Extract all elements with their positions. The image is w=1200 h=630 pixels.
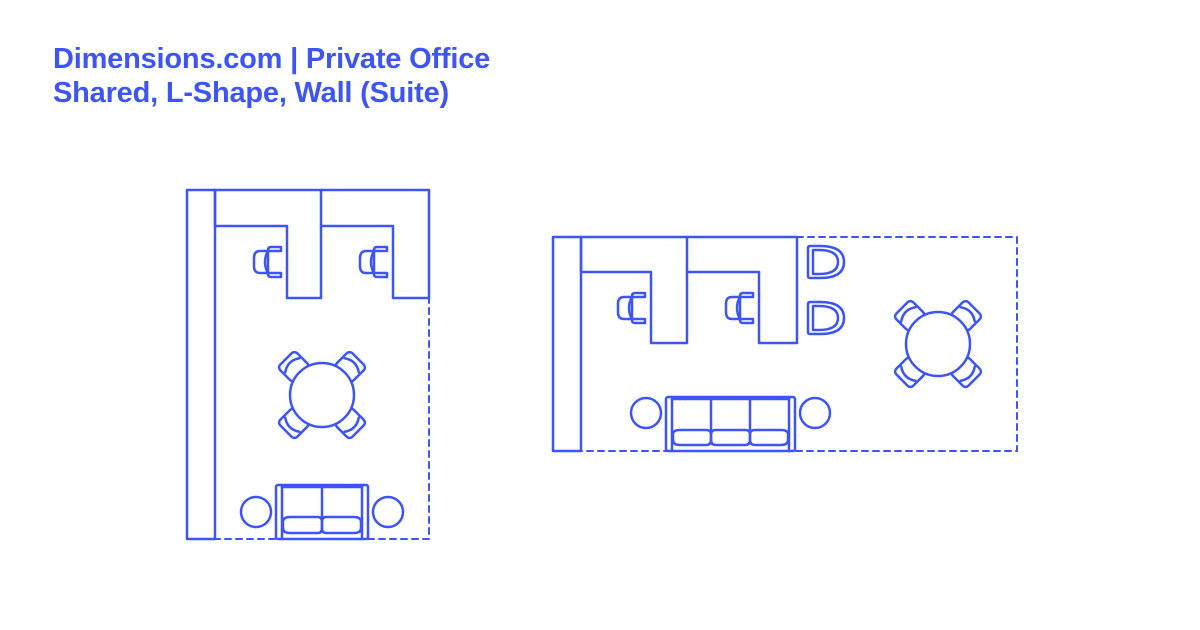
desk-1 bbox=[213, 188, 323, 300]
task-chair-2 bbox=[358, 245, 389, 279]
title-line-1: Dimensions.com | Private Office bbox=[53, 43, 491, 75]
side-table-1 bbox=[239, 495, 273, 529]
task-chair-1 bbox=[252, 245, 283, 279]
plan-horizontal bbox=[551, 235, 1018, 453]
wall bbox=[185, 188, 217, 541]
side-table-2 bbox=[798, 396, 832, 430]
plan-vertical bbox=[185, 188, 431, 541]
task-chair-2 bbox=[724, 291, 755, 325]
round-table bbox=[864, 270, 1012, 418]
desk-2 bbox=[685, 235, 799, 345]
title-line-2: Shared, L-Shape, Wall (Suite) bbox=[53, 77, 449, 109]
guest-chair-1 bbox=[806, 244, 846, 280]
desk-1 bbox=[579, 235, 689, 345]
round-table bbox=[248, 321, 396, 469]
side-table-2 bbox=[371, 495, 405, 529]
side-table-1 bbox=[629, 396, 663, 430]
page-title: Dimensions.com | Private Office Shared, … bbox=[53, 42, 490, 110]
guest-chair-2 bbox=[806, 300, 846, 336]
wall bbox=[551, 235, 583, 453]
desk-2 bbox=[319, 188, 431, 300]
room-boundary bbox=[580, 236, 1018, 452]
task-chair-1 bbox=[616, 291, 647, 325]
loveseat bbox=[274, 483, 370, 541]
sofa bbox=[664, 395, 797, 453]
